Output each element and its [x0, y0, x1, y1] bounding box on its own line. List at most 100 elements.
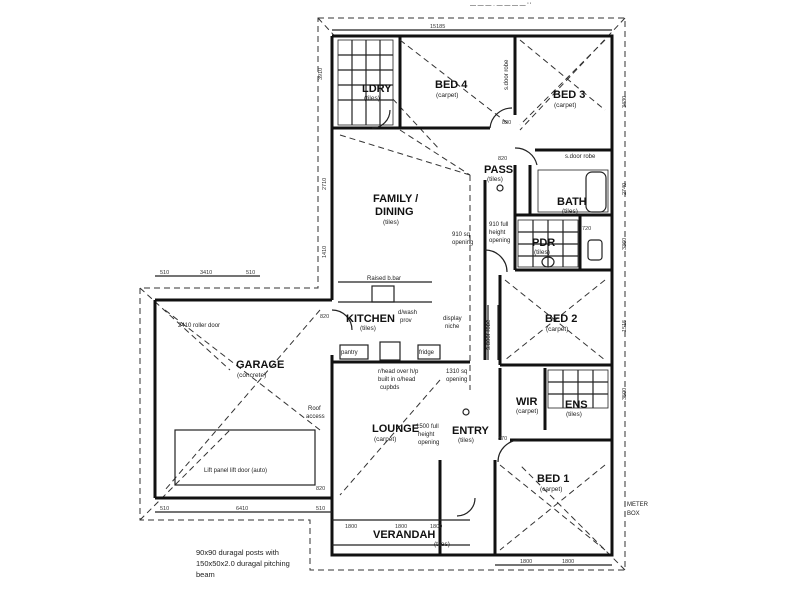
- dim-door-820d: 820: [316, 486, 325, 492]
- dim-garage-top-2: 3410: [200, 270, 212, 276]
- note-rhead: r/head over h/p: [378, 369, 419, 375]
- dim-right-1: 3430: [622, 96, 628, 108]
- plan-notes: Raised b.bar d/wash prov display niche p…: [178, 59, 649, 517]
- note-meter: METER: [627, 502, 649, 508]
- room-bed3: BED 3: [553, 89, 585, 101]
- note-full-height-910c: opening: [489, 238, 510, 244]
- dim-door-820c: 820: [320, 314, 329, 320]
- room-wir: WIR: [516, 396, 537, 408]
- room-pass: PASS: [484, 164, 513, 176]
- room-garage-floor: (concrete): [237, 372, 266, 379]
- room-bed2: BED 2: [545, 313, 577, 325]
- note-full-height-910b: height: [489, 230, 506, 236]
- dim-bottom-1: 1800: [520, 559, 532, 565]
- note-opening-910: 910 sq: [452, 232, 470, 238]
- note-opening-1500b: height: [418, 432, 435, 438]
- dim-door-820a: 820: [502, 120, 511, 126]
- room-ldry: LDRY: [362, 83, 392, 95]
- room-bed1: BED 1: [537, 473, 569, 485]
- room-verandah-floor: (tiles): [434, 541, 450, 548]
- header-fragment: — — — · — — — — ' ': [470, 3, 531, 9]
- note-opening-1500c: opening: [418, 440, 439, 446]
- dim-door-720: 720: [582, 226, 591, 232]
- dim-garage-top-3: 510: [246, 270, 255, 276]
- dim-left-2: 2710: [322, 178, 328, 190]
- post-caption: 90x90 duragal posts with 150x50x2.0 dura…: [196, 548, 290, 579]
- room-garage: GARAGE: [236, 359, 284, 371]
- room-verandah: VERANDAH: [373, 529, 435, 541]
- room-lounge-floor: (carpet): [374, 436, 396, 443]
- room-entry: ENTRY: [452, 425, 490, 437]
- dim-verandah-2: 1800: [395, 524, 407, 530]
- dim-right-4: 1515: [622, 320, 628, 332]
- room-wir-floor: (carpet): [516, 408, 538, 415]
- room-bed2-floor: (carpet): [546, 326, 568, 333]
- room-ens: ENS: [565, 399, 588, 411]
- note-linen-robe: s.door robe: [565, 154, 596, 160]
- room-ldry-floor: (tiles): [364, 95, 380, 102]
- dim-left-1: 3910: [318, 68, 324, 80]
- room-lounge: LOUNGE: [372, 423, 419, 435]
- note-meter-box: BOX: [627, 511, 640, 517]
- room-labels: LDRY (tiles) BED 4 (carpet) BED 3 (carpe…: [236, 79, 588, 548]
- note-pantry: pantry: [341, 350, 358, 356]
- note-rhead2: built in o/head: [378, 377, 415, 383]
- note-full-height-910: 910 full: [489, 222, 508, 228]
- room-family: FAMILY /: [373, 193, 418, 205]
- dim-right-5: 3500: [622, 388, 628, 400]
- note-roller-door: 2410 roller door: [178, 323, 220, 329]
- dim-garage-top-1: 510: [160, 270, 169, 276]
- room-bath-floor: (tiles): [562, 208, 578, 215]
- note-bed2-robe: s.door robe: [486, 319, 492, 350]
- room-entry-floor: (tiles): [458, 437, 474, 444]
- dim-verandah-3: 1800: [430, 524, 442, 530]
- room-family-floor: (tiles): [383, 219, 399, 226]
- caption-line-1: 90x90 duragal posts with: [196, 548, 279, 557]
- dim-left-3: 1410: [322, 246, 328, 258]
- note-bed4-robe: s.door robe: [504, 59, 510, 90]
- dim-garage-bottom-3: 510: [316, 506, 325, 512]
- dim-door-820b: 820: [498, 156, 507, 162]
- caption-line-3: beam: [196, 570, 215, 579]
- dim-door-870: 870: [498, 436, 507, 442]
- room-pdr-floor: (tiles): [534, 249, 550, 256]
- note-opening-1500: 1500 full: [416, 424, 439, 430]
- room-ens-floor: (tiles): [566, 411, 582, 418]
- note-display: display: [443, 316, 462, 322]
- note-opening-910b: opening: [452, 240, 473, 246]
- dim-verandah-1: 1800: [345, 524, 357, 530]
- note-dwash: d/wash: [398, 310, 417, 316]
- room-pass-floor: (tiles): [487, 176, 503, 183]
- caption-line-2: 150x50x2.0 duragal pitching: [196, 559, 290, 568]
- room-dining: DINING: [375, 206, 414, 218]
- note-opening-1310b: opening: [446, 377, 467, 383]
- note-panel-door: Lift panel lift door (auto): [204, 468, 267, 474]
- dim-bottom-2: 1800: [562, 559, 574, 565]
- note-roof-access2: access: [306, 414, 325, 420]
- note-fridge: fridge: [419, 350, 435, 356]
- door-swings: [331, 107, 538, 517]
- dimensions: 15185 3910 2710 1410 3430 2740 3360 1515…: [155, 24, 628, 566]
- room-bed1-floor: (carpet): [540, 486, 562, 493]
- dim-right-3: 3360: [622, 238, 628, 250]
- note-raised-bar: Raised b.bar: [367, 276, 401, 282]
- roof-ridges: [164, 39, 606, 551]
- dim-top: 15185: [430, 24, 445, 30]
- dim-garage-bottom-1: 510: [160, 506, 169, 512]
- dim-right-2: 2740: [622, 183, 628, 195]
- room-kitchen-floor: (tiles): [360, 325, 376, 332]
- note-niche: niche: [445, 324, 460, 330]
- room-bath: BATH: [557, 196, 587, 208]
- dim-garage-bottom-2: 6410: [236, 506, 248, 512]
- room-kitchen: KITCHEN: [346, 313, 395, 325]
- walls: [153, 34, 614, 557]
- fixtures: [174, 171, 607, 486]
- room-bed3-floor: (carpet): [554, 102, 576, 109]
- room-pdr: PDR: [532, 237, 555, 249]
- note-rhead3: cupbds: [380, 385, 399, 391]
- room-bed4-floor: (carpet): [436, 92, 458, 99]
- note-opening-1310: 1310 sq: [446, 369, 467, 375]
- note-roof-access: Roof: [308, 406, 321, 412]
- wet-area-tiles: [337, 39, 609, 409]
